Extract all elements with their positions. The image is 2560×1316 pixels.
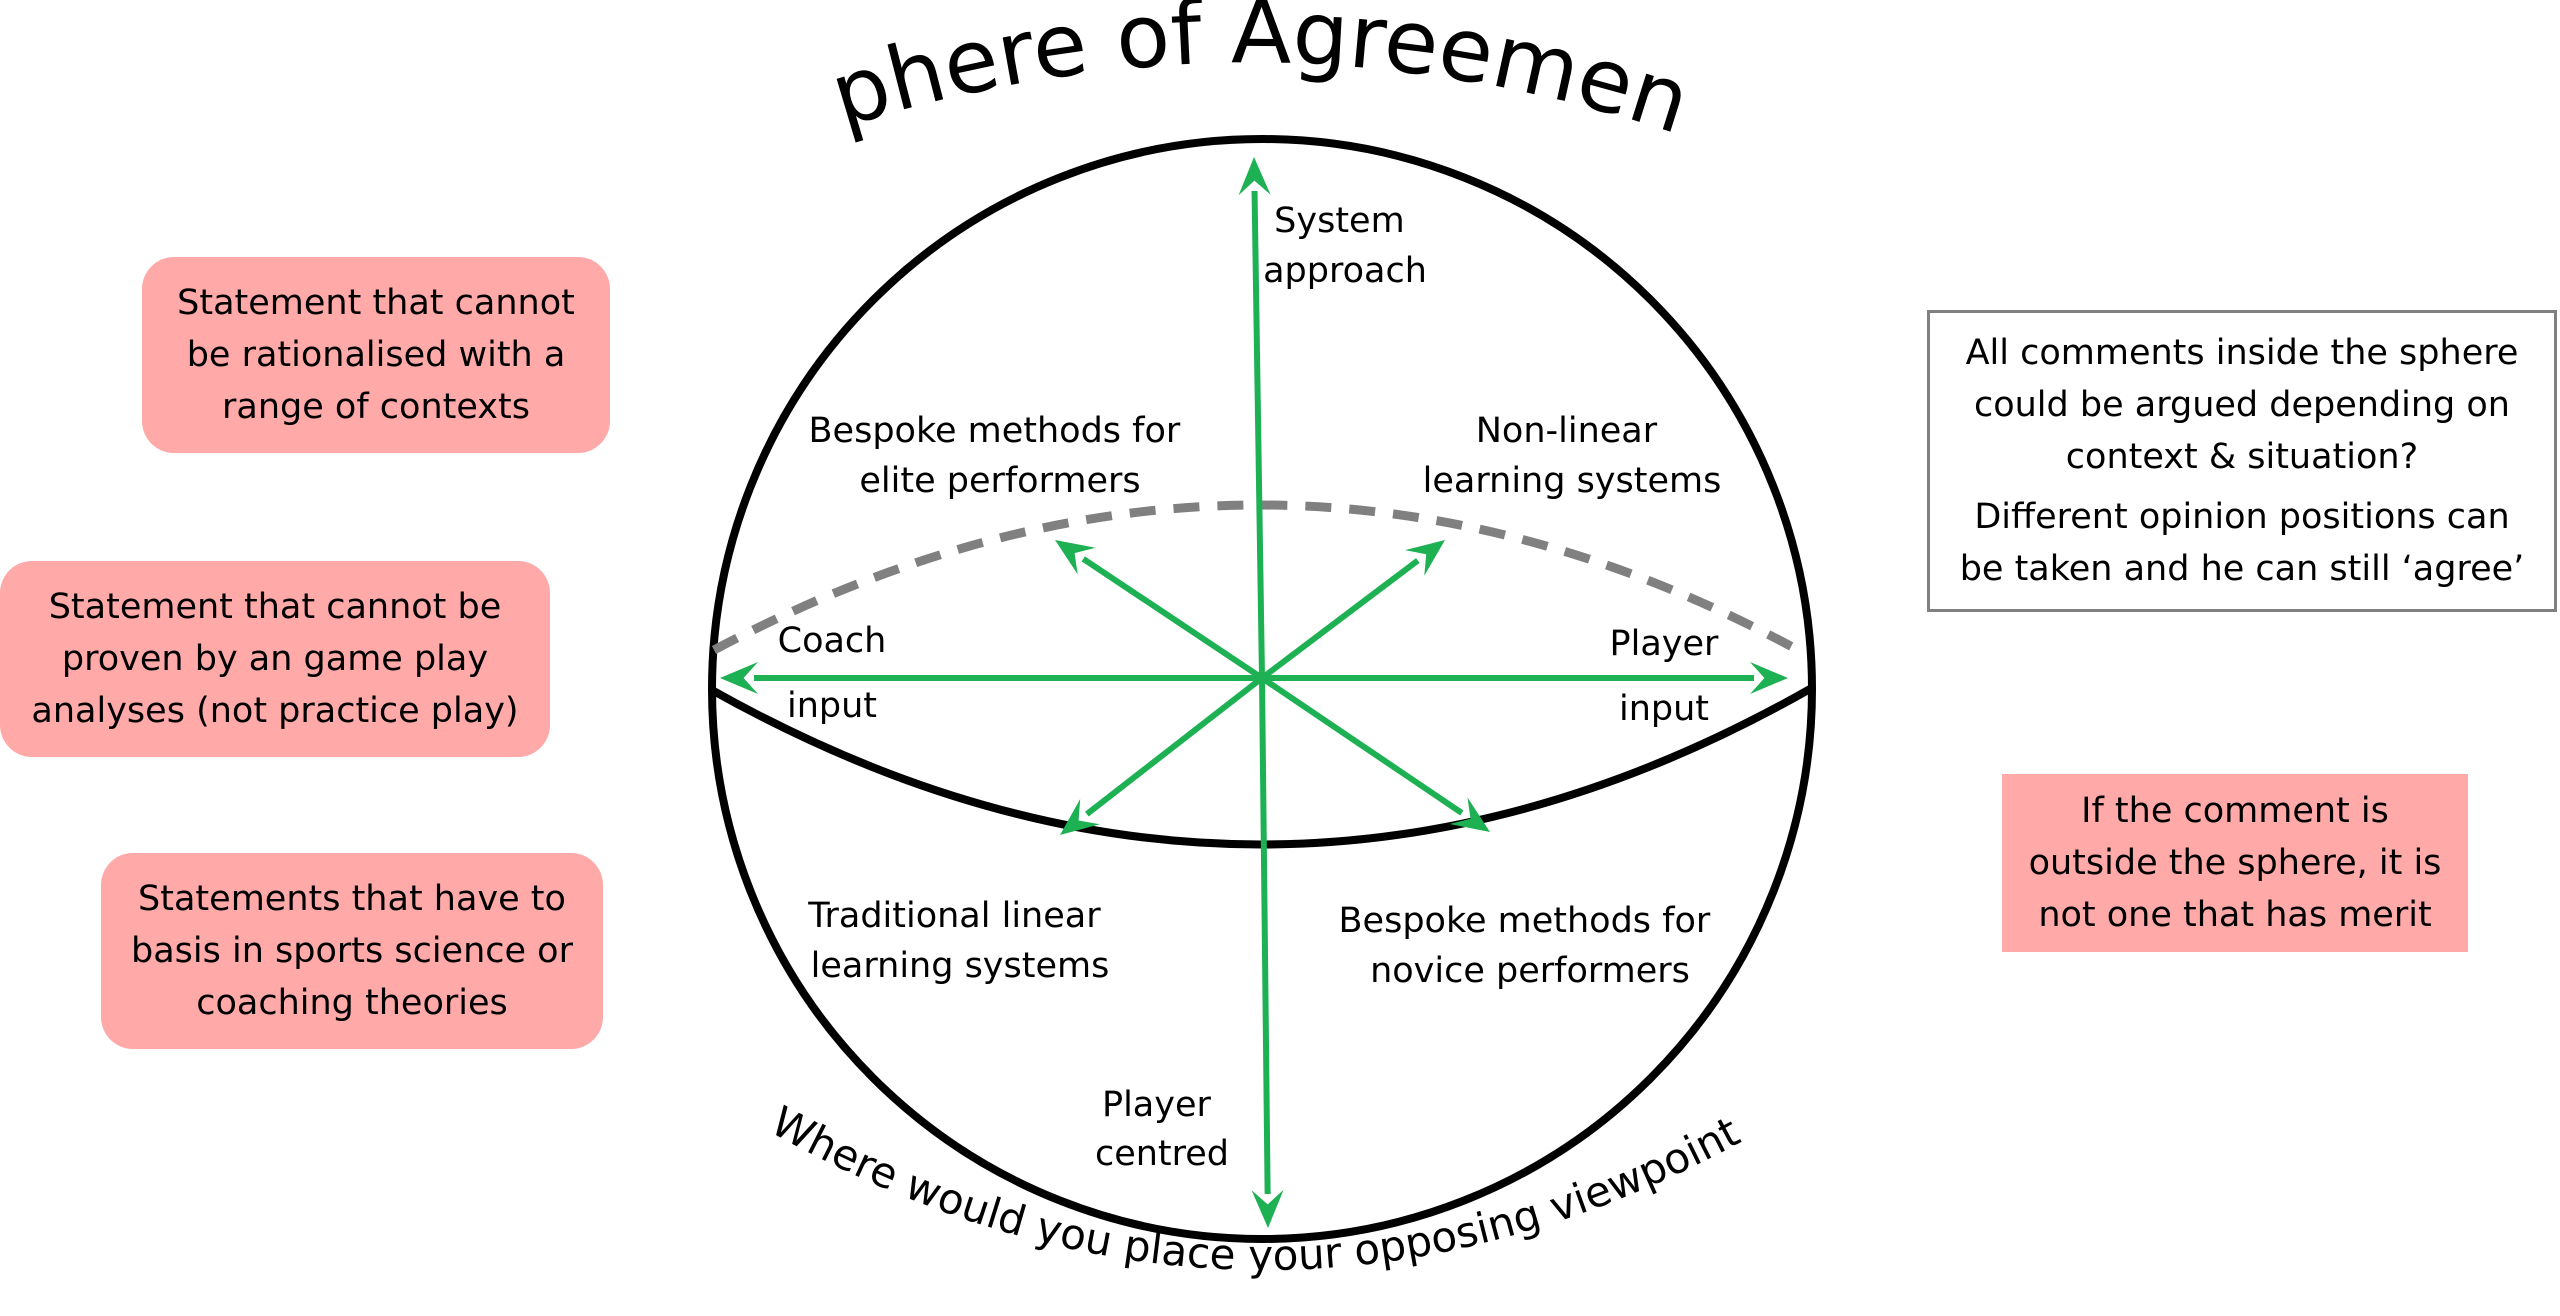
label-coach-input: input (787, 686, 877, 726)
statement-box-rationalised: Statement that cannot be rationalised wi… (142, 257, 610, 453)
label-non-linear: Non-linear learning systems (1423, 411, 1722, 501)
label-novice-performers: Bespoke methods for novice performers (1339, 901, 1722, 991)
arrow-left-coach-input-head (720, 662, 758, 694)
diagram-title: Sphere of Agreement (0, 0, 1702, 154)
arrow-lower-right-novice-shaft (1260, 675, 1464, 816)
info-box-inside-sphere: All comments inside the sphere could be … (1927, 310, 2557, 612)
label-coach: Coach (778, 621, 887, 661)
arrow-up-system-approach-shaft (1251, 190, 1265, 679)
arrow-lower-right-novice-head (1449, 797, 1490, 832)
arrow-upper-right-nonlinear-head (1405, 540, 1445, 576)
arrow-down-player-centred-shaft (1259, 677, 1271, 1195)
arrow-lower-left-traditional (1060, 675, 1264, 835)
label-player-input: input (1619, 689, 1709, 729)
arrow-left-coach-input (720, 662, 1262, 694)
arrow-upper-right-nonlinear (1260, 540, 1445, 681)
statement-box-game-play: Statement that cannot be proven by an ga… (0, 561, 550, 757)
arrow-lower-left-traditional-head (1060, 799, 1100, 835)
arrow-down-player-centred (1251, 677, 1284, 1228)
label-system-approach: System approach (1263, 201, 1427, 291)
arrow-lower-left-traditional-shaft (1085, 675, 1264, 817)
info-paragraph-1: All comments inside the sphere could be … (1965, 333, 2519, 477)
arrow-down-player-centred-head (1251, 1189, 1284, 1228)
outside-sphere-note: If the comment is outside the sphere, it… (2002, 774, 2468, 952)
axis-arrows (720, 157, 1788, 1228)
arrow-up-system-approach (1238, 157, 1271, 679)
arrow-lower-right-novice (1260, 675, 1490, 832)
arrow-right-player-input-head (1750, 662, 1788, 694)
arrow-upper-left-elite-head (1055, 540, 1096, 575)
arrow-up-system-approach-head (1238, 157, 1271, 196)
statement-box-sports-science: Statements that have to basis in sports … (101, 853, 603, 1049)
arrow-upper-left-elite-shaft (1081, 556, 1264, 681)
info-paragraph-2: Different opinion positions can be taken… (1959, 497, 2525, 589)
label-player: Player (1610, 624, 1720, 664)
diagram-title-path: Sphere of Agreement (0, 0, 1702, 154)
dashed-equator-back (711, 500, 1801, 654)
arrow-upper-left-elite (1055, 540, 1264, 681)
arrow-upper-right-nonlinear-shaft (1260, 558, 1420, 681)
label-traditional-linear: Traditional linear learning systems (807, 896, 1112, 986)
label-player-centred: Player centred (1095, 1085, 1229, 1174)
arrow-right-player-input (1262, 662, 1788, 694)
label-elite-performers: Bespoke methods for elite performers (809, 411, 1192, 501)
